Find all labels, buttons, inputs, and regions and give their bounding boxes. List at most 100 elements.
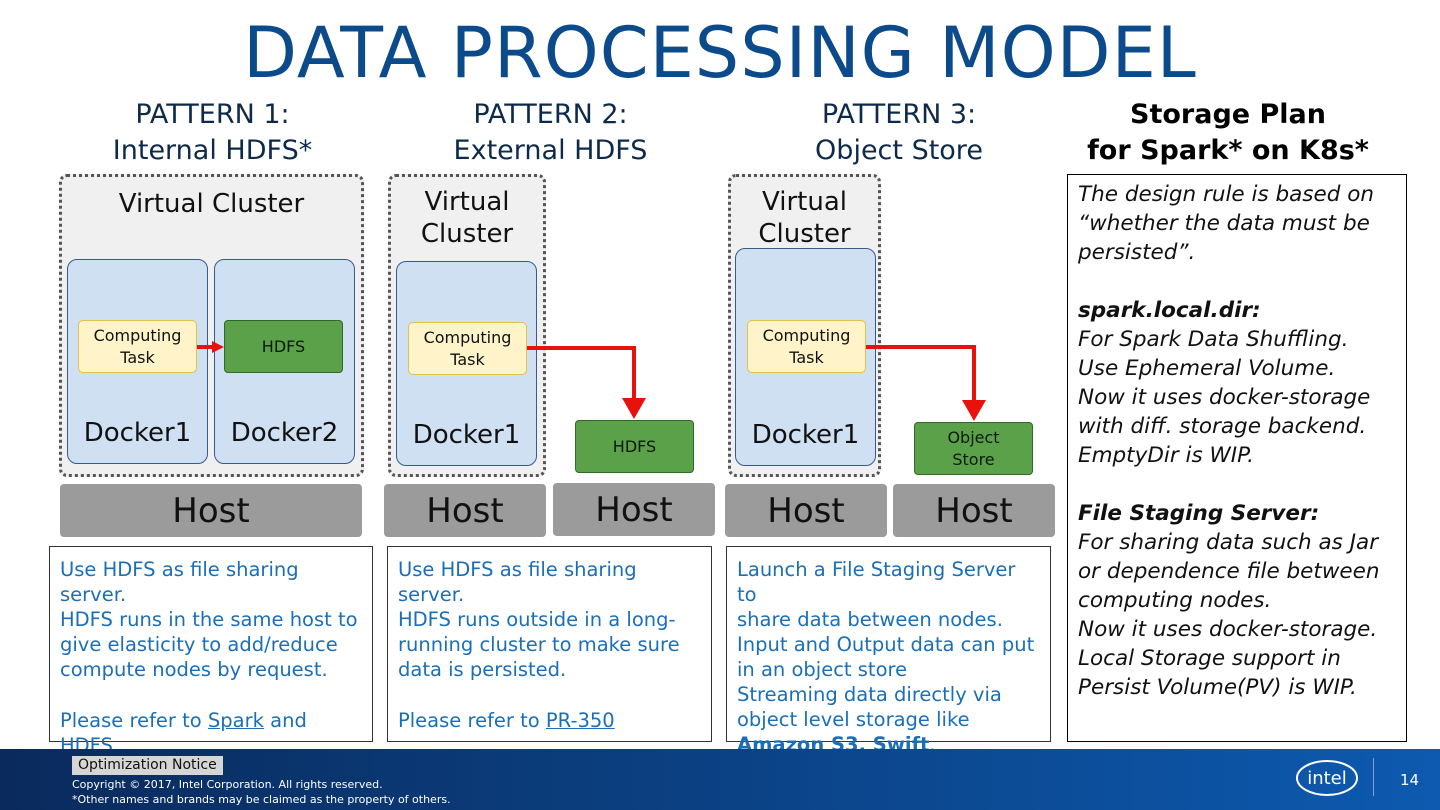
intro-line: persisted”.: [1078, 240, 1196, 265]
s2-line: For sharing data such as Jar: [1078, 530, 1379, 555]
p1-desc-line: compute nodes by request.: [60, 658, 328, 681]
p2-desc-line: data is persisted.: [398, 658, 567, 681]
p3-host-b-label: Host: [935, 490, 1013, 531]
p3-desc-end: .: [929, 733, 936, 756]
p3-docker1-label: Docker1: [751, 420, 860, 450]
p1-description: Use HDFS as file sharing server. HDFS ru…: [49, 546, 373, 757]
p2-cluster-line1: Virtual: [424, 187, 510, 217]
p3-task-line2: Task: [789, 347, 824, 367]
p2-description: Use HDFS as file sharing server. HDFS ru…: [387, 546, 712, 742]
p2-task-line1: Computing: [423, 327, 512, 347]
intro-line: The design rule is based on: [1078, 182, 1375, 207]
s1-line: Use Ephemeral Volume.: [1078, 356, 1336, 381]
p3-cluster-line2: Cluster: [758, 219, 851, 249]
page-title: DATA PROCESSING MODEL: [243, 12, 1197, 94]
pattern2-heading: PATTERN 2: External HDFS: [398, 97, 703, 169]
p2-host-b: Host: [553, 483, 715, 536]
p3-cluster-line1: Virtual: [762, 187, 847, 217]
p1-desc-line: Use HDFS as file sharing server.: [60, 558, 299, 606]
p1-desc-line: give elasticity to add/reduce: [60, 633, 338, 656]
optimization-notice-button[interactable]: Optimization Notice: [72, 756, 223, 775]
p2-desc-line: HDFS runs outside in a long-: [398, 608, 676, 631]
p2-cluster-line2: Cluster: [420, 219, 514, 249]
p1-host-label: Host: [172, 490, 250, 531]
p3-host-b: Host: [893, 484, 1055, 537]
p3-host-a-label: Host: [767, 490, 845, 531]
p1-refer-end: .: [112, 734, 120, 757]
storage-plan-heading: Storage Plan for Spark* on K8s*: [1068, 97, 1388, 169]
p3-task-line1: Computing: [762, 325, 851, 345]
p3-arrow-head: [962, 400, 986, 421]
p2-refer-line: Please refer to PR-350: [398, 708, 701, 733]
intro-line: “whether the data must be: [1078, 211, 1370, 236]
brands-disclaimer: *Other names and brands may be claimed a…: [72, 793, 451, 806]
p1-task-line1: Computing: [93, 325, 182, 345]
p1-desc-line: HDFS runs in the same host to: [60, 608, 358, 631]
pattern1-heading: PATTERN 1: Internal HDFS*: [60, 97, 365, 169]
storage-plan-heading-line1: Storage Plan: [1130, 99, 1326, 130]
footer-bar: [0, 749, 1440, 810]
p2-task-line2: Task: [450, 349, 485, 369]
p3-desc-line: Streaming data directly via: [737, 683, 1002, 706]
p1-refer-and: and: [263, 709, 307, 732]
intel-logo-text: intel: [1307, 768, 1347, 789]
p1-host: Host: [60, 484, 362, 537]
p1-refer-prefix: Please refer to: [60, 709, 208, 732]
p2-hdfs-box: HDFS: [575, 420, 694, 473]
s2-line: Now it uses docker-storage.: [1078, 617, 1378, 642]
p3-virtual-cluster-label: Virtual Cluster: [728, 186, 881, 250]
p3-desc-line: Input and Output data can put: [737, 633, 1035, 656]
footer-divider: [1373, 758, 1374, 796]
p3-desc-line: share data between nodes.: [737, 608, 1003, 631]
pattern3-heading: PATTERN 3: Object Store: [745, 97, 1053, 169]
p2-virtual-cluster-label: Virtual Cluster: [388, 186, 546, 250]
p1-hdfs-label: HDFS: [261, 336, 306, 356]
p2-host-a-label: Host: [426, 490, 504, 531]
p1-docker1-label: Docker1: [83, 418, 192, 448]
page-number: 14: [1400, 771, 1420, 789]
p3-store-line1: Object: [947, 427, 1000, 447]
storage-plan-heading-line2: for Spark* on K8s*: [1087, 135, 1369, 166]
p3-desc-line: object level storage like: [737, 708, 970, 731]
p1-hdfs-box: HDFS: [224, 320, 343, 373]
s2-line: or dependence file between: [1078, 559, 1380, 584]
s1-line: EmptyDir is WIP.: [1078, 443, 1254, 468]
s1-line: Now it uses docker-storage: [1078, 385, 1371, 410]
pattern3-heading-line1: PATTERN 3:: [821, 99, 977, 130]
s2-line: computing nodes.: [1078, 588, 1272, 613]
pr-350-link[interactable]: PR-350: [545, 709, 615, 732]
s2-line: Local Storage support in: [1078, 646, 1341, 671]
file-staging-server-title: File Staging Server:: [1078, 501, 1320, 526]
pattern1-heading-line1: PATTERN 1:: [135, 99, 290, 130]
p1-arrow-head: [212, 341, 224, 353]
storage-plan-panel: The design rule is based on “whether the…: [1067, 174, 1407, 742]
p2-refer-prefix: Please refer to: [398, 709, 546, 732]
p3-store-line2: Store: [952, 449, 995, 469]
spark-link[interactable]: Spark: [207, 709, 264, 732]
pattern3-heading-line2: Object Store: [815, 135, 983, 166]
p2-arrow-line: [527, 346, 636, 402]
pattern1-heading-line2: Internal HDFS*: [112, 135, 313, 166]
p3-host-a: Host: [725, 484, 887, 537]
p3-arrow-line: [866, 345, 976, 404]
p2-arrow-head: [622, 398, 646, 419]
copyright-text: Copyright © 2017, Intel Corporation. All…: [72, 778, 383, 791]
p1-virtual-cluster-label: Virtual Cluster: [118, 189, 305, 219]
pattern2-heading-line2: External HDFS: [453, 135, 648, 166]
p2-docker1-label: Docker1: [412, 420, 521, 450]
p2-hdfs-label: HDFS: [612, 436, 657, 456]
p3-desc-line: in an object store: [737, 658, 908, 681]
s1-line: For Spark Data Shuffling.: [1078, 327, 1349, 352]
s1-line: with diff. storage backend.: [1078, 414, 1367, 439]
spark-local-dir-title: spark.local.dir:: [1078, 298, 1261, 323]
p3-description: Launch a File Staging Server to share da…: [726, 546, 1051, 756]
p1-task-line2: Task: [120, 347, 155, 367]
intel-logo-icon: intel: [1296, 760, 1358, 796]
p2-desc-line: Use HDFS as file sharing server.: [398, 558, 637, 606]
p2-host-b-label: Host: [595, 489, 673, 530]
